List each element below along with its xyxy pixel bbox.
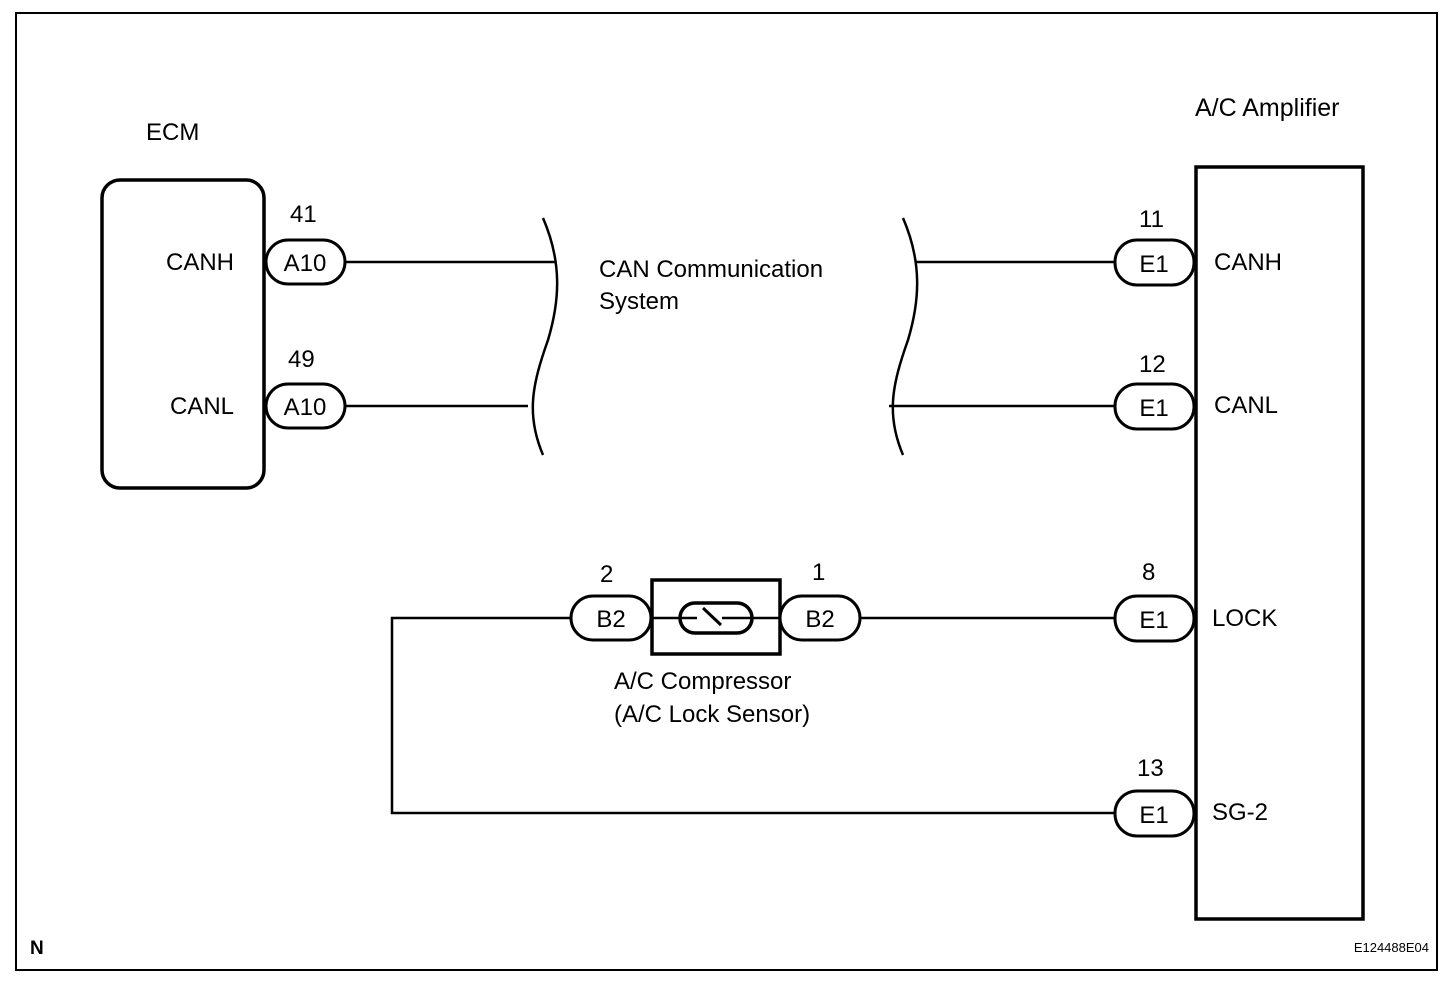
- compressor-left-connector-label: B2: [596, 606, 625, 633]
- ecm-canh-label: CANH: [166, 249, 234, 276]
- compressor-left-pin-number: 2: [600, 561, 613, 588]
- amplifier-canh-connector-label: E1: [1139, 251, 1168, 278]
- ecm-canl-label: CANL: [170, 393, 234, 420]
- amplifier-box: [1194, 165, 1365, 921]
- sg2-return-wire: [390, 616, 1115, 815]
- amplifier-lock-connector-label: E1: [1139, 607, 1168, 634]
- ecm-canl-pin-number: 49: [288, 346, 315, 373]
- can-system-label-line2: System: [599, 288, 679, 315]
- diagram-frame: [15, 12, 1438, 971]
- ecm-title: ECM: [146, 119, 199, 146]
- amplifier-title: A/C Amplifier: [1195, 94, 1339, 122]
- amplifier-sg2-connector-label: E1: [1139, 802, 1168, 829]
- ecm-canh-connector-label: A10: [284, 250, 327, 277]
- amplifier-lock-pin-number: 8: [1142, 559, 1155, 586]
- break-mark-right: [891, 217, 919, 456]
- ecm-canl-connector-label: A10: [284, 394, 327, 421]
- amplifier-canh-label: CANH: [1214, 249, 1282, 276]
- amplifier-sg2-label: SG-2: [1212, 799, 1268, 826]
- ecm-canh-pin-number: 41: [290, 201, 317, 228]
- amplifier-lock-label: LOCK: [1212, 605, 1277, 632]
- compressor-right-pin-number: 1: [812, 559, 825, 586]
- amplifier-canl-connector-label: E1: [1139, 395, 1168, 422]
- can-system-label-line1: CAN Communication: [599, 256, 823, 283]
- amplifier-canl-pin-number: 12: [1139, 351, 1166, 378]
- compressor-label-line1: A/C Compressor: [614, 668, 791, 695]
- amplifier-canl-connector: [1113, 382, 1196, 431]
- amplifier-sg2-pin-number: 13: [1137, 755, 1164, 782]
- ecm-box: [100, 178, 266, 490]
- figure-code: E124488E04: [1354, 940, 1429, 955]
- compressor-right-connector-label: B2: [805, 606, 834, 633]
- amplifier-canl-label: CANL: [1214, 392, 1278, 419]
- corner-mark: N: [30, 938, 44, 959]
- break-mark-left: [531, 217, 559, 456]
- amplifier-canh-connector: [1113, 238, 1196, 287]
- amplifier-canh-pin-number: 11: [1139, 206, 1164, 233]
- compressor-label-line2: (A/C Lock Sensor): [614, 701, 810, 728]
- lock-sensor-contact: [701, 606, 723, 627]
